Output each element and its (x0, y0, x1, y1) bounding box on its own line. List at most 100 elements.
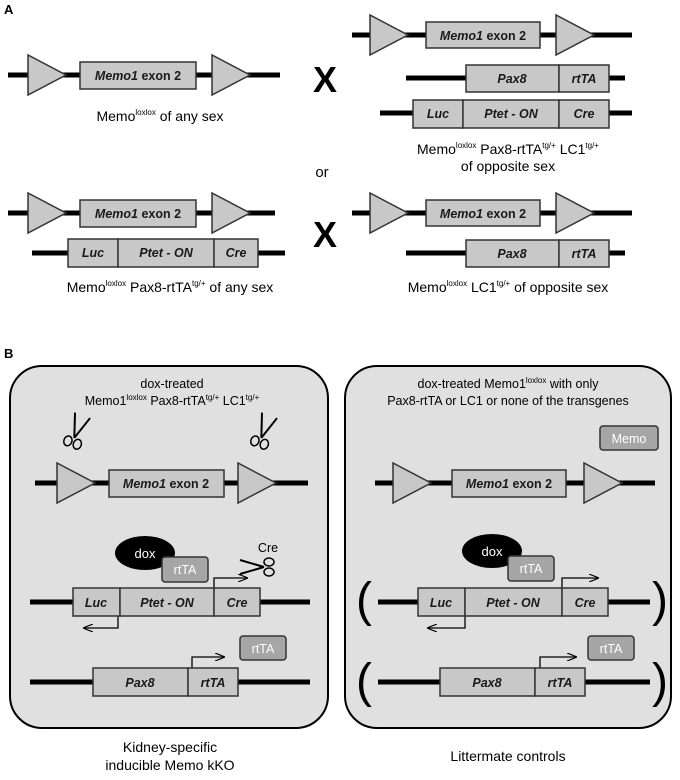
construct-memo-floxed-a3: Memo1 exon 2 (8, 191, 275, 235)
svg-text:Memo1 exon 2: Memo1 exon 2 (95, 69, 181, 83)
gene-label-luc: Luc (430, 596, 452, 610)
loxp-site (555, 13, 596, 57)
gene-box-rtta (187, 667, 239, 697)
gene-box-cre (213, 238, 259, 268)
gene-label-rtta: rtTA (548, 676, 573, 690)
rtta-protein-label: rtTA (252, 642, 275, 656)
gene-label: exon 2 (166, 477, 209, 491)
rtta-protein (507, 555, 555, 582)
gene-box-pax8 (465, 64, 560, 93)
or-text: or (315, 164, 328, 181)
loxp-site (56, 461, 97, 505)
cross-symbol: X (313, 214, 337, 255)
gene-label: Memo1 (123, 477, 166, 491)
construct-lc1-b-right: Luc Ptet - ON Cre (378, 587, 650, 617)
construct-pax8-rtta-b-right: Pax8 rtTA (378, 667, 650, 697)
gene-label: Memo1 (440, 29, 483, 43)
scissors-icon (239, 557, 275, 577)
transcription-arrow (213, 578, 247, 591)
panel-b-right-caption: Littermate controls (450, 748, 565, 764)
gene-label: exon 2 (483, 29, 526, 43)
gene-box-ptet-on (464, 587, 563, 617)
panel-b-left-title-line1: dox-treated (140, 377, 203, 391)
gene-box-rtta (558, 239, 610, 268)
loxp-site (369, 191, 410, 235)
gene-box-pax8 (465, 239, 560, 268)
construct-lc1-a2: Luc Ptet - ON Cre (380, 99, 632, 129)
loxp-site (237, 461, 278, 505)
gene-box-cre (558, 99, 610, 129)
panel-label-a: A (4, 2, 14, 17)
loxp-site (211, 191, 252, 235)
svg-text:Memo1 exon 2: Memo1 exon 2 (123, 477, 209, 491)
panel-b-left-caption-line1: Kidney-specific (123, 739, 217, 755)
gene-label-ptet-on: Ptet - ON (484, 107, 538, 121)
gene-label-pax8: Pax8 (497, 72, 526, 86)
gene-label-luc: Luc (82, 246, 104, 260)
svg-text:Memo1 exon 2: Memo1 exon 2 (466, 477, 552, 491)
caption-a1: Memoloxlox of any sex (96, 108, 223, 124)
construct-pax8-rtta-b-left: Pax8 rtTA (30, 667, 310, 697)
rtta-protein-label: rtTA (520, 562, 543, 576)
gene-box-cre (561, 587, 609, 617)
caption-a2-line1: Memoloxlox Pax8-rtTAtg/+ LC1tg/+ (417, 141, 599, 157)
gene-label-pax8: Pax8 (497, 247, 526, 261)
gene-box-ptet-on (117, 238, 215, 268)
rtta-protein (587, 635, 635, 661)
construct-memo-floxed-b-left: Memo1 exon 2 (35, 461, 308, 505)
loxp-site (27, 191, 68, 235)
loxp-site (583, 461, 624, 505)
construct-memo-floxed-a2: Memo1 exon 2 (352, 13, 632, 57)
caption-a3: Memoloxlox Pax8-rtTAtg/+ of any sex (67, 279, 274, 295)
loxp-site (369, 13, 410, 57)
gene-label: Memo1 (95, 207, 138, 221)
loxp-site (27, 53, 68, 97)
panel-b-left-title-line2: Memo1loxlox Pax8-rtTAtg/+ LC1tg/+ (85, 393, 260, 408)
gene-label-cre: Cre (575, 596, 596, 610)
transcription-arrow (561, 578, 598, 591)
scissors-icon (250, 412, 278, 450)
gene-label-pax8: Pax8 (472, 676, 501, 690)
gene-box-ptet-on (462, 99, 560, 129)
rtta-protein (161, 556, 209, 583)
gene-box-memo1-exon2 (79, 199, 197, 228)
memo-protein-label: Memo (612, 432, 647, 446)
loxp-site (211, 53, 252, 97)
rtta-protein (239, 635, 287, 661)
gene-label-ptet-on: Ptet - ON (486, 596, 540, 610)
gene-label-rtta: rtTA (572, 247, 597, 261)
optional-bracket-left: ( (356, 574, 372, 627)
gene-box-luc (67, 238, 119, 268)
gene-label-cre: Cre (574, 107, 595, 121)
construct-memo-floxed-b-right: Memo1 exon 2 (375, 461, 655, 505)
construct-pax8-rtta-a4: Pax8 rtTA (406, 239, 625, 268)
gene-box-rtta (558, 64, 610, 93)
gene-label: exon 2 (509, 477, 552, 491)
transcription-arrow (539, 657, 576, 670)
gene-label: exon 2 (138, 207, 181, 221)
construct-memo-floxed-a4: Memo1 exon 2 (352, 191, 632, 235)
transcription-arrow (191, 657, 224, 670)
optional-bracket-right: ) (652, 655, 668, 708)
gene-label: exon 2 (138, 69, 181, 83)
gene-label-ptet-on: Ptet - ON (140, 596, 194, 610)
gene-label-cre: Cre (227, 596, 248, 610)
optional-bracket-left: ( (356, 655, 372, 708)
gene-label-pax8: Pax8 (125, 676, 154, 690)
transcription-arrow (84, 614, 119, 628)
gene-label: exon 2 (483, 207, 526, 221)
construct-pax8-rtta-a2: Pax8 rtTA (406, 64, 625, 93)
dox-molecule (462, 534, 522, 568)
gene-label-luc: Luc (85, 596, 107, 610)
loxp-site (392, 461, 433, 505)
gene-label: Memo1 (95, 69, 138, 83)
caption-a2-line2: of opposite sex (461, 158, 555, 174)
construct-lc1-b-left: Luc Ptet - ON Cre (30, 587, 310, 617)
gene-label-luc: Luc (427, 107, 449, 121)
panel-b-left-caption-line2: inducible Memo kKO (105, 757, 234, 773)
dox-label: dox (135, 546, 156, 561)
gene-label-ptet-on: Ptet - ON (139, 246, 193, 260)
gene-label-cre: Cre (226, 246, 247, 260)
gene-box-memo1-exon2 (451, 469, 567, 498)
